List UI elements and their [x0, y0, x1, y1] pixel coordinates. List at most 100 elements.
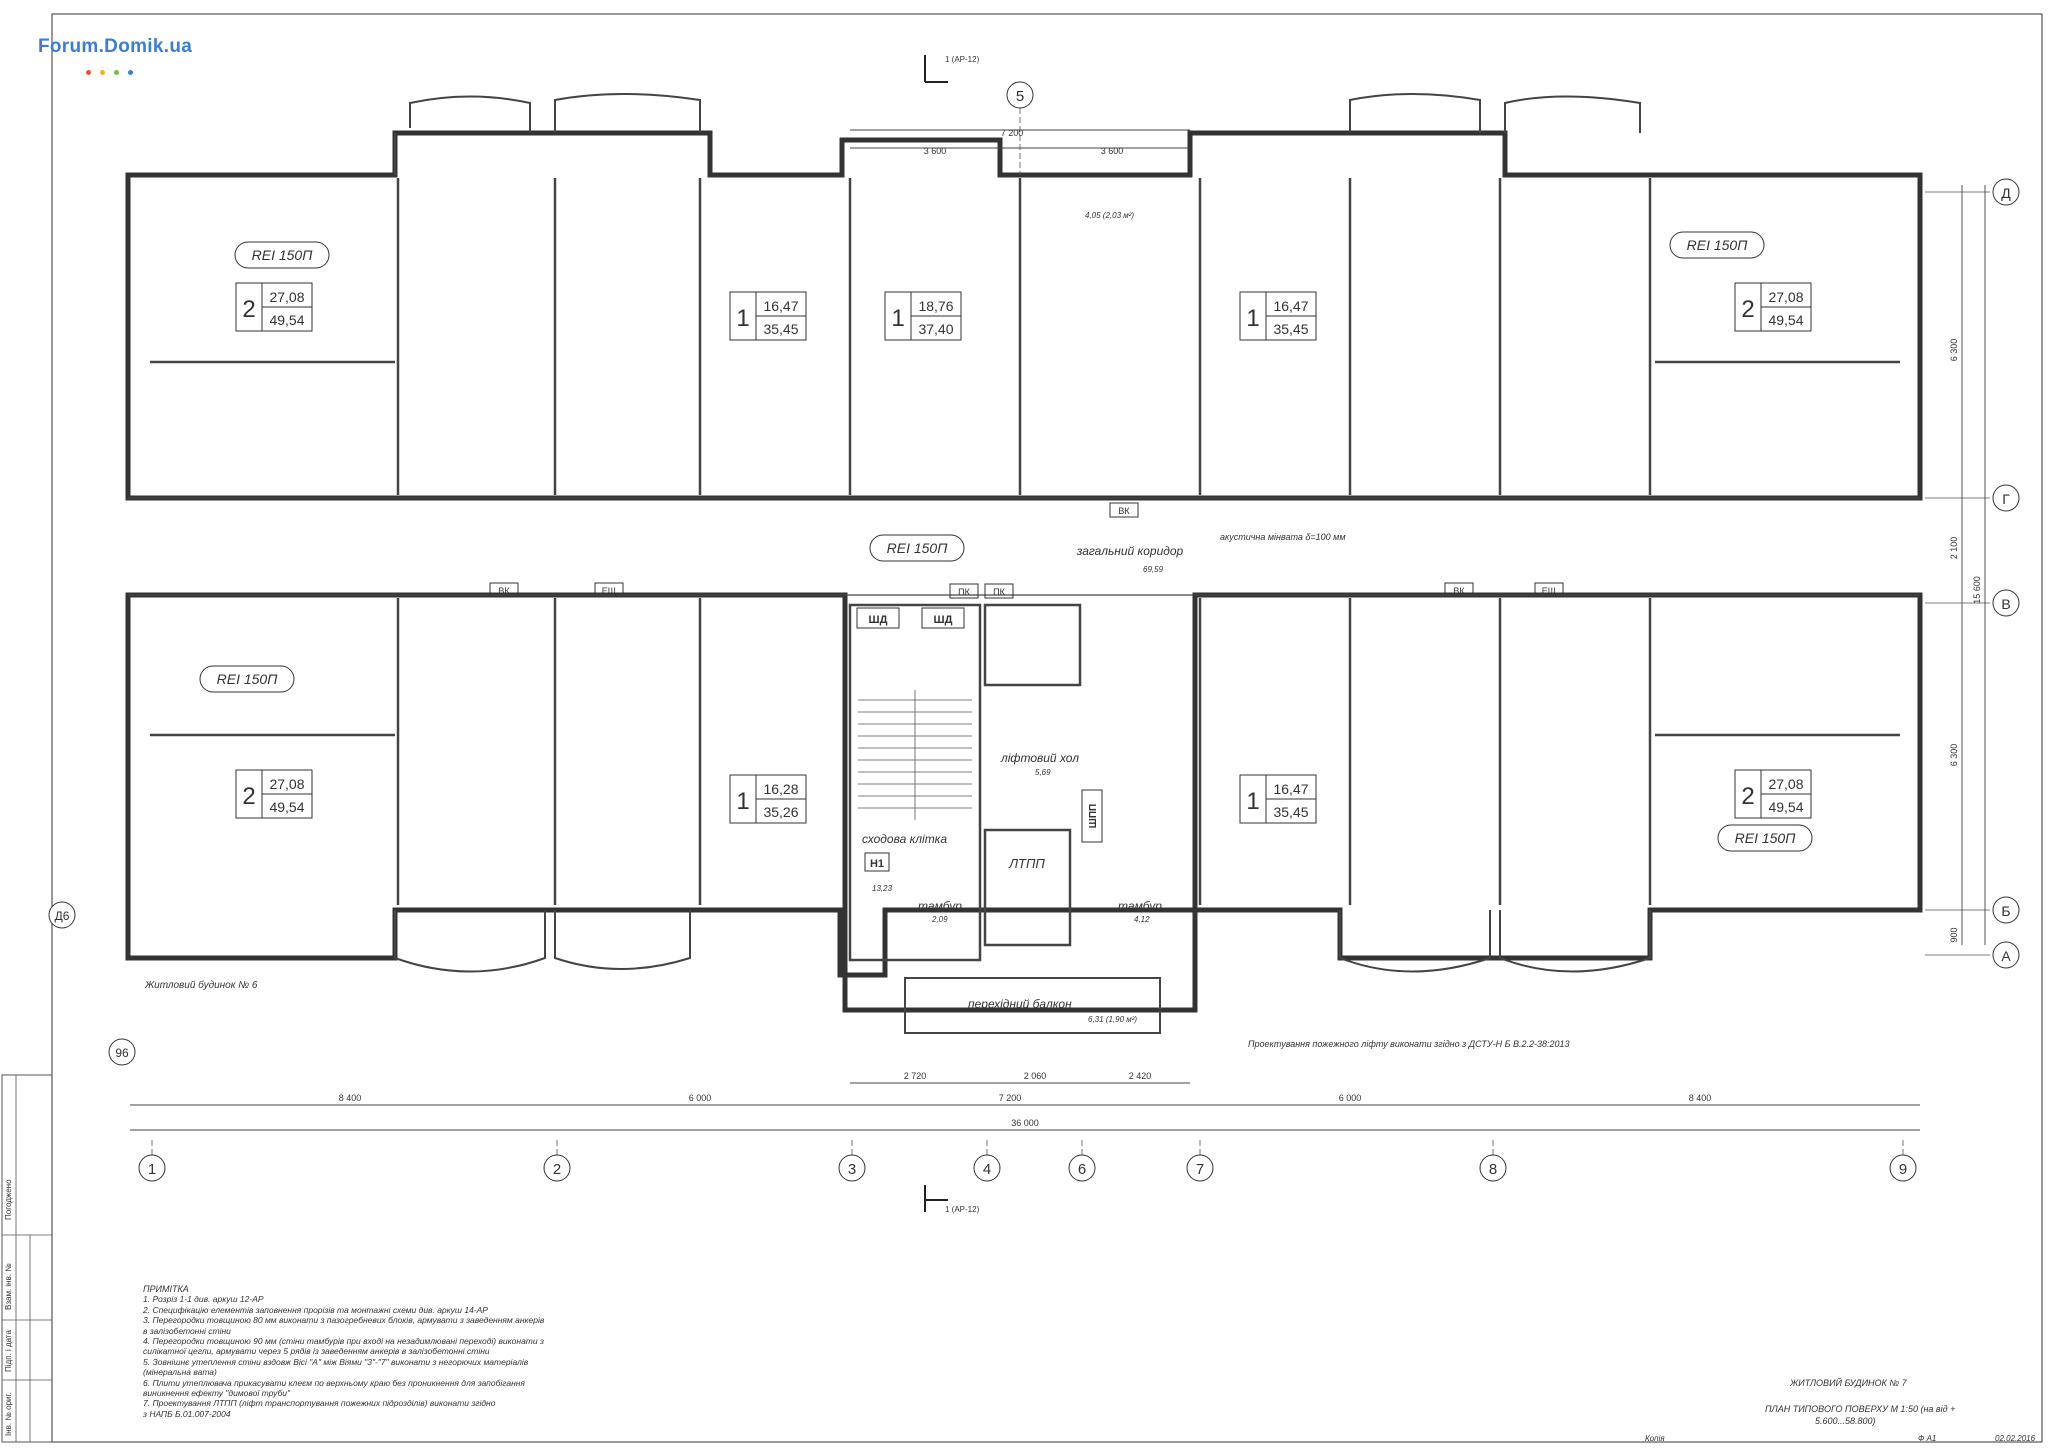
- fire-label: REI 150П: [217, 671, 279, 687]
- dim-span-5: 8 400: [1689, 1093, 1712, 1103]
- dimension-lines: [130, 129, 1986, 1131]
- apartment-rooms: 1: [736, 788, 749, 815]
- side-text-replace: Взам. інв. №: [4, 1263, 13, 1310]
- fire-label-box: REI 150П: [869, 534, 965, 562]
- dim-total: 36 000: [1011, 1118, 1039, 1128]
- dim-span-2: 6 000: [689, 1093, 712, 1103]
- apartment-living-area: 27,08: [1768, 776, 1803, 792]
- axis-bubble-row: Г: [1925, 484, 2020, 512]
- dim-right-3: 6 300: [1949, 744, 1959, 767]
- watermark-dot: [114, 70, 119, 75]
- apartment-living-area: 16,47: [1273, 781, 1308, 797]
- dim-span-3: 7 200: [999, 1093, 1022, 1103]
- apartment-total-area: 35,26: [763, 804, 798, 820]
- apartment-total-area: 49,54: [1768, 312, 1803, 328]
- watermark-dot: [128, 70, 133, 75]
- room-labels: загальний коридор 69,59 акустична мінват…: [144, 211, 1570, 1049]
- lift-hall-area: 5,69: [1035, 768, 1051, 777]
- apartment-tag: 1 16,47 35,45: [729, 291, 807, 341]
- esh-box-right: [1534, 582, 1564, 598]
- apartment-rooms: 2: [1741, 296, 1754, 323]
- apartment-total-area: 49,54: [1768, 799, 1803, 815]
- fire-label: REI 150П: [1687, 237, 1749, 253]
- axis-bubble-1: 1: [138, 1140, 166, 1182]
- note-line: 1. Розріз 1-1 див. аркуш 12-АР: [143, 1294, 264, 1305]
- fire-label-box: REI 150П: [234, 241, 330, 269]
- note-line: в залізобетонні стіни: [143, 1325, 231, 1336]
- note-line: з НАПБ Б.01.007-2004: [143, 1408, 231, 1419]
- balcony-label: перехідний балкон: [968, 997, 1072, 1011]
- fire-label-box: REI 150П: [1669, 231, 1765, 259]
- inner-walls: [150, 178, 1900, 962]
- note-line: 3. Перегородки товщиною 80 мм виконати з…: [143, 1315, 545, 1326]
- fire-label-box: REI 150П: [1717, 824, 1813, 852]
- note-line: виникнення ефекту "димової труби": [143, 1388, 291, 1399]
- n1-area: 13,23: [872, 884, 893, 893]
- balconies: [394, 93, 1651, 1034]
- apartment-living-area: 27,08: [1768, 289, 1803, 305]
- n1-box: [864, 852, 890, 872]
- esh-label-left: ЕЩ: [602, 586, 617, 596]
- axis-bubble-row: Д: [1925, 178, 2020, 206]
- pk-label-2: ПК: [993, 587, 1005, 597]
- apartment-rooms: 2: [1741, 783, 1754, 810]
- axis-label: А: [2001, 948, 2011, 964]
- dim-top-part-1: 3 600: [924, 146, 947, 156]
- n1-label: Н1: [870, 858, 884, 870]
- apartment-living-area: 27,08: [269, 289, 304, 305]
- axis-bubble-row: А: [1925, 941, 2020, 969]
- axis-bubble-2: 2: [543, 1140, 571, 1182]
- dim-right-1: 6 300: [1949, 339, 1959, 362]
- corridor-label: загальний коридор: [1076, 544, 1184, 558]
- side-text-sign: Підп. і дата: [4, 1330, 13, 1372]
- ltpp-label: ЛТПП: [1008, 856, 1045, 871]
- axis-bubble-row: Б: [1925, 896, 2020, 924]
- watermark-dots: [86, 62, 142, 80]
- apartment-total-area: 35,45: [763, 321, 798, 337]
- esh-label-right: ЕЩ: [1542, 586, 1557, 596]
- vk-box-top: [1109, 502, 1139, 518]
- note-line: 5. Зовнішнє утеплення стіни вздовж Вісі …: [143, 1356, 529, 1367]
- apartment-rooms: 2: [242, 296, 255, 323]
- drawing-notes: ПРИМІТКА 1. Розріз 1-1 див. аркуш 12-АР …: [143, 1284, 583, 1419]
- axis-label: Г: [2002, 491, 2010, 507]
- apartment-tag: 2 27,08 49,54: [1734, 769, 1812, 819]
- stamp-copy: Копія: [1645, 1434, 1665, 1443]
- side-text-inv: Інв. № ориг.: [4, 1392, 13, 1436]
- axis-bubble-3: 3: [838, 1140, 866, 1182]
- stamp-date: 02.02.2016: [1995, 1434, 2036, 1443]
- watermark-dot: [100, 70, 105, 75]
- axis-bubble-4: 4: [973, 1140, 1001, 1182]
- apartment-total-area: 49,54: [269, 312, 304, 328]
- watermark-dot: [86, 70, 91, 75]
- axis-bubble-8: 8: [1479, 1140, 1507, 1182]
- fire-label-box: REI 150П: [199, 665, 295, 693]
- vk-box-right: [1444, 582, 1474, 598]
- dim-right-total: 15 600: [1972, 576, 1982, 604]
- shd-box-1: [856, 607, 900, 629]
- axis-label: 4: [983, 1161, 991, 1178]
- axis-label: 5: [1016, 88, 1024, 105]
- vk-label-left: ВК: [498, 586, 510, 596]
- note-line: 4. Перегородки товщиною 90 мм (стіни там…: [143, 1336, 544, 1347]
- tambur-2-area: 4,12: [1134, 915, 1150, 924]
- pk-box-2: [984, 583, 1014, 599]
- tambur-2-label: тамбур: [1118, 899, 1162, 913]
- apartment-living-area: 16,47: [763, 298, 798, 314]
- apartment-tag: 2 27,08 49,54: [235, 282, 313, 332]
- apartment-rooms: 1: [891, 305, 904, 332]
- pk-label-1: ПК: [958, 587, 970, 597]
- note-line: 2. Специфікацію елементів заповнення про…: [143, 1304, 488, 1315]
- shd-label-1: ШД: [869, 614, 888, 626]
- section-mark-top: 1 (АР-12): [924, 55, 980, 83]
- forum-watermark: Forum.Domik.ua: [38, 36, 193, 57]
- section-mark-bottom: 1 (АР-12): [924, 1185, 980, 1214]
- apartment-rooms: 1: [736, 305, 749, 332]
